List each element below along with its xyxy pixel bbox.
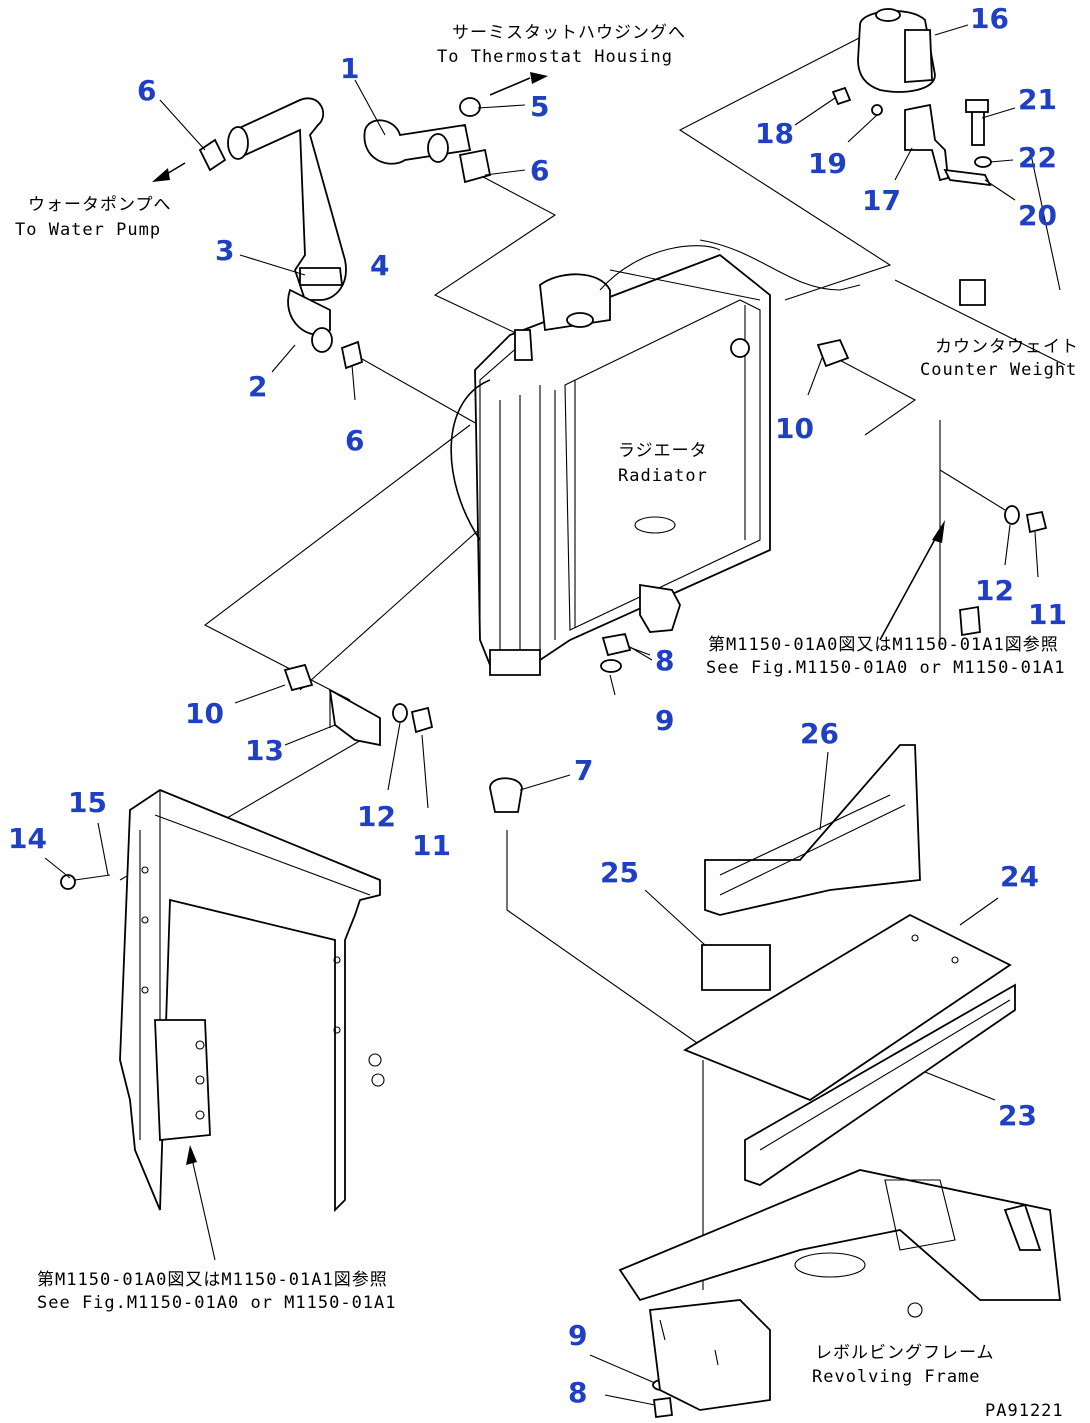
callout-23: 23 [998, 1099, 1037, 1132]
callout-18: 18 [755, 117, 794, 150]
reservoir-tank [831, 8, 992, 187]
upper-hose [363, 72, 548, 184]
callout-6c: 6 [345, 424, 364, 457]
ref-arrows [186, 520, 945, 1165]
label-see-fig-left-jp: 第M1150-01A0図又はM1150-01A1図参照 [37, 1270, 388, 1290]
callout-17: 17 [862, 184, 901, 217]
drawing-number: PA91221 [985, 1401, 1064, 1421]
callout-6b: 6 [530, 154, 549, 187]
callout-12b: 12 [975, 574, 1014, 607]
callout-8b: 8 [568, 1376, 587, 1409]
callout-25: 25 [600, 856, 639, 889]
callout-8a: 8 [655, 644, 674, 677]
callout-9b: 9 [568, 1319, 587, 1352]
callout-2: 2 [248, 370, 267, 403]
callout-24: 24 [1000, 860, 1039, 893]
label-counter-weight-jp: カウンタウェイト [935, 337, 1079, 357]
callout-11b: 11 [1028, 598, 1067, 631]
callout-9a: 9 [655, 704, 674, 737]
label-see-fig-left-en: See Fig.M1150-01A0 or M1150-01A1 [37, 1293, 397, 1313]
callout-12a: 12 [357, 800, 396, 833]
callout-10b: 10 [185, 697, 224, 730]
label-thermostat-en: To Thermostat Housing [437, 47, 673, 67]
label-thermostat-jp: サーミスタットハウジングへ [452, 23, 686, 43]
label-radiator-en: Radiator [618, 466, 708, 486]
callout-5: 5 [530, 90, 549, 123]
callout-14: 14 [8, 822, 47, 855]
callout-21: 21 [1018, 83, 1057, 116]
callout-20: 20 [1018, 199, 1057, 232]
callout-22: 22 [1018, 141, 1057, 174]
callout-11a: 11 [412, 829, 451, 862]
radiator-assembly [450, 239, 861, 676]
callout-7: 7 [574, 754, 593, 787]
label-see-fig-right-en: See Fig.M1150-01A0 or M1150-01A1 [706, 658, 1066, 678]
callout-1: 1 [340, 52, 359, 85]
bracket-13 [328, 688, 381, 747]
callout-15: 15 [68, 786, 107, 819]
label-water-pump-jp: ウォータポンプへ [28, 195, 172, 215]
covers [682, 744, 1016, 1186]
callout-10a: 10 [775, 412, 814, 445]
callout-4: 4 [370, 249, 389, 282]
label-counter-weight-en: Counter Weight [920, 360, 1077, 380]
label-water-pump-en: To Water Pump [15, 220, 161, 240]
callout-19: 19 [808, 147, 847, 180]
lower-hose [152, 97, 364, 370]
callout-6a: 6 [137, 74, 156, 107]
callout-13: 13 [245, 734, 284, 767]
callout-3: 3 [215, 234, 234, 267]
label-see-fig-right-jp: 第M1150-01A0図又はM1150-01A1図参照 [708, 635, 1059, 655]
callout-group: 1 2 3 4 5 6 6 6 7 8 8 9 9 10 10 11 11 12… [8, 2, 1067, 1409]
callout-26: 26 [800, 717, 839, 750]
label-revolving-en: Revolving Frame [812, 1367, 981, 1387]
revolving-frame [618, 1169, 1062, 1411]
label-radiator-jp: ラジエータ [618, 441, 708, 461]
support-frame [60, 788, 385, 1213]
callout-16: 16 [970, 2, 1009, 35]
label-revolving-jp: レボルビングフレーム [815, 1343, 995, 1363]
